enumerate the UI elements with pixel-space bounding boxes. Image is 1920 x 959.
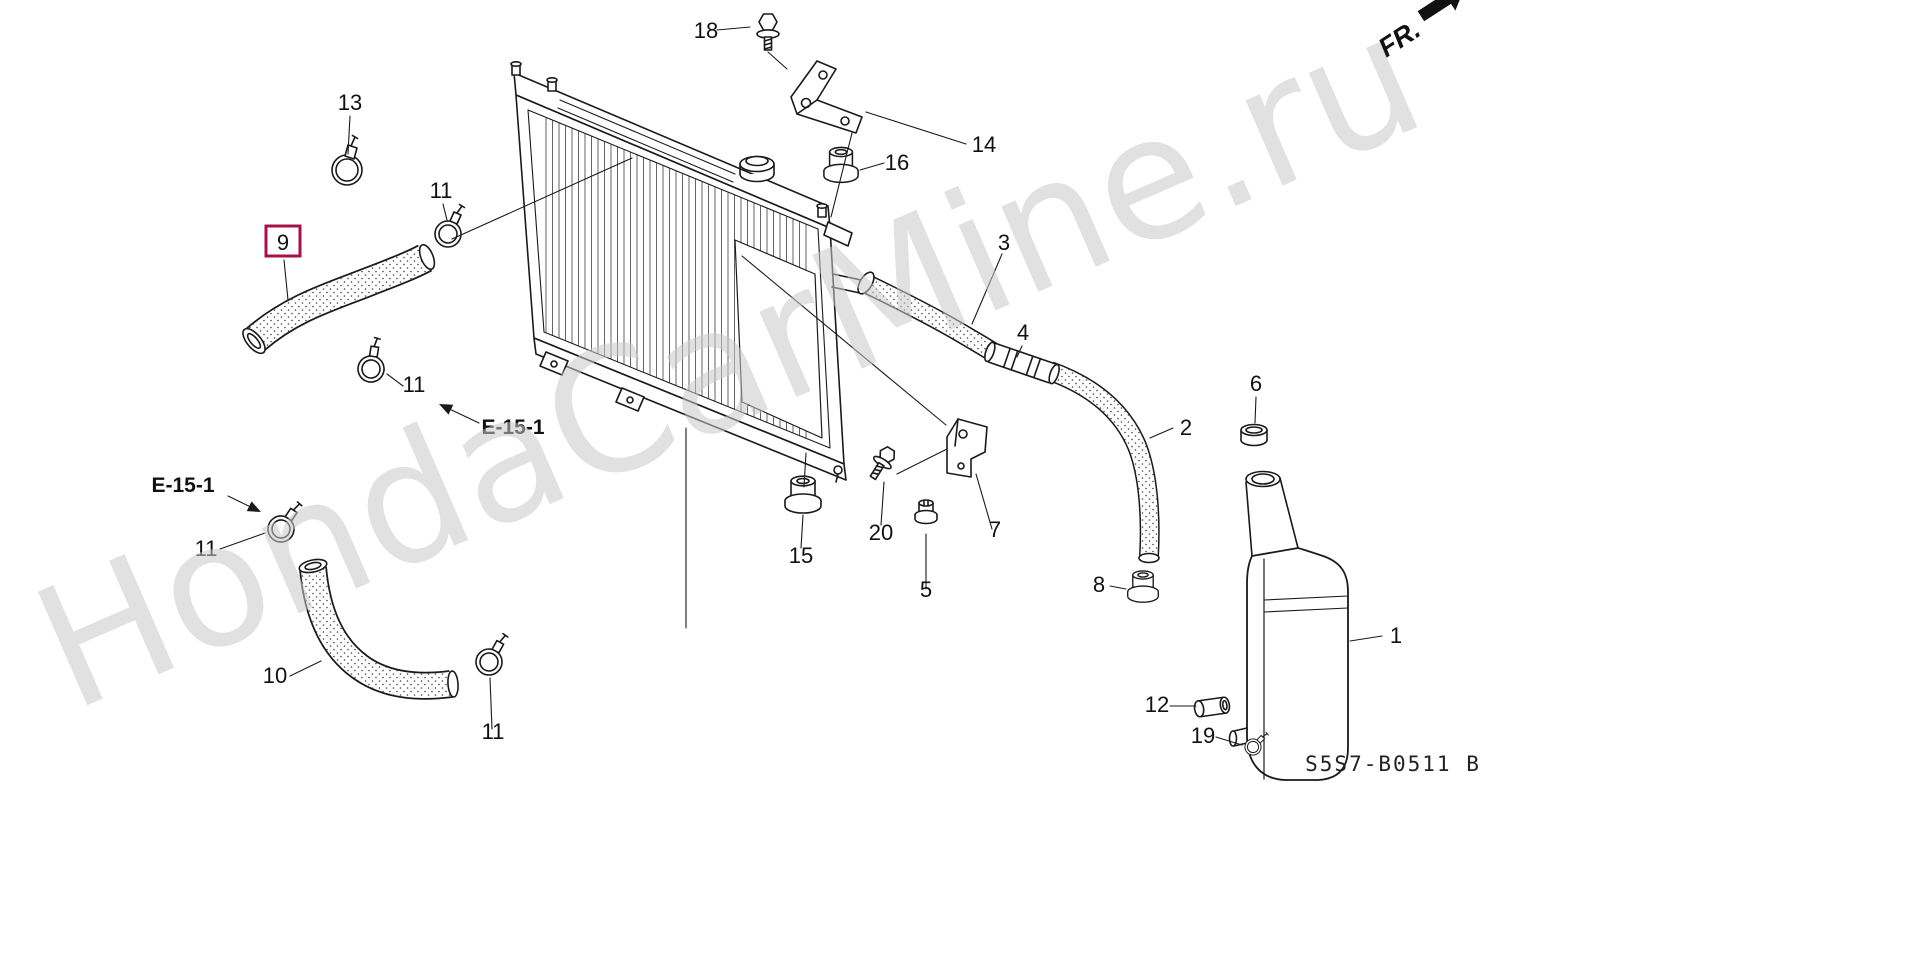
hose-2-reservoir-hose	[1046, 361, 1160, 564]
radiator	[510, 60, 862, 483]
ref-label-e151-mid[interactable]: E-15-1	[481, 416, 544, 439]
callout-labels: 9 18 13 11 14 16 3 4 2 6 1 8 12 19 15 20…	[151, 18, 1481, 776]
leader-9	[283, 259, 289, 301]
mount-cushion-15	[784, 475, 822, 514]
leader-11-bottom	[489, 677, 493, 730]
callout-8[interactable]: 8	[1093, 572, 1105, 597]
callout-11-left[interactable]: 11	[195, 536, 218, 561]
callout-3[interactable]: 3	[998, 230, 1010, 255]
bracket-14-radiator-mount-bracket	[790, 60, 863, 134]
fr-arrow-icon	[1417, 0, 1465, 22]
callout-11-mid[interactable]: 11	[403, 372, 426, 397]
bracket-7-pipe-bracket	[946, 418, 988, 478]
reference-line-bracket14	[830, 132, 853, 218]
leader-6	[1254, 396, 1257, 424]
callout-19[interactable]: 19	[1191, 723, 1215, 748]
leader-8	[1109, 585, 1127, 590]
joint-4-hose-joint	[984, 341, 1060, 385]
leader-14	[865, 111, 967, 145]
leader-20	[880, 481, 885, 526]
arrow-e151-mid	[439, 404, 480, 424]
radiator-lower-bracket	[615, 387, 645, 412]
callout-7[interactable]: 7	[989, 517, 1001, 542]
leader-15	[800, 514, 804, 549]
tube-12	[1193, 696, 1231, 718]
leader-2	[1149, 427, 1174, 439]
callout-16[interactable]: 16	[885, 150, 909, 175]
radiator-upper-bracket	[816, 203, 853, 247]
callout-12[interactable]: 12	[1145, 692, 1169, 717]
cap-6-reservoir-cap	[1240, 423, 1268, 447]
callout-6[interactable]: 6	[1250, 371, 1262, 396]
reference-line-bracket7	[741, 255, 947, 426]
radiator-fan-shroud	[734, 239, 823, 439]
leader-19	[1215, 736, 1243, 746]
leader-1	[1349, 635, 1383, 642]
callout-18[interactable]: 18	[694, 18, 718, 43]
watermark: HondaCarMine.ru	[9, 0, 1447, 750]
ref-label-e151-left[interactable]: E-15-1	[151, 474, 214, 497]
reference-line-inlet	[451, 157, 633, 240]
callout-11-bottom[interactable]: 11	[482, 719, 505, 744]
grommet-8	[1127, 570, 1159, 603]
radiator-outlet-stub	[831, 273, 862, 294]
callout-13[interactable]: 13	[338, 90, 362, 115]
callout-11-top[interactable]: 11	[430, 178, 453, 203]
bolt-18	[756, 13, 780, 51]
clamp-11-bottom	[474, 630, 509, 678]
leader-11-mid	[386, 373, 404, 387]
reservoir-tank-1	[1228, 470, 1349, 781]
leader-4	[1016, 345, 1023, 358]
callout-15[interactable]: 15	[789, 543, 813, 568]
clip-5	[914, 499, 938, 525]
radiator-lower-tank	[533, 337, 847, 481]
leader-11-left	[219, 532, 266, 550]
leader-lines	[219, 26, 1383, 746]
callout-20[interactable]: 20	[869, 520, 893, 545]
leader-bolt18-bracket	[767, 51, 788, 70]
highlight-box-part-9[interactable]	[264, 224, 302, 258]
leader-11-top	[442, 203, 448, 221]
bolt-20	[869, 446, 896, 481]
diagram-code: S5S7-B0511 B	[1305, 752, 1481, 776]
callout-4[interactable]: 4	[1017, 320, 1029, 345]
callout-9[interactable]: 9	[277, 230, 289, 255]
leader-15b	[803, 452, 807, 488]
leader-3	[971, 253, 1003, 325]
clamp-11-top	[434, 203, 466, 248]
callout-2[interactable]: 2	[1180, 415, 1192, 440]
callout-10[interactable]: 10	[263, 663, 287, 688]
callout-5[interactable]: 5	[920, 577, 932, 602]
leader-13	[347, 115, 351, 155]
hose-10-lower-radiator-hose	[298, 558, 459, 700]
leader-10	[289, 660, 322, 677]
clamp-11-mid	[350, 335, 392, 386]
hose-9-upper-radiator-hose	[242, 243, 436, 355]
leader-16	[859, 162, 885, 171]
radiator-drain-plug	[833, 465, 843, 483]
callout-1[interactable]: 1	[1390, 623, 1402, 648]
leader-bolt20-bracket	[896, 448, 948, 475]
radiator-filler-neck	[739, 155, 775, 183]
leader-7	[975, 473, 993, 530]
radiator-lower-bracket	[539, 351, 569, 376]
radiator-mount-pin	[510, 60, 522, 76]
leader-18	[716, 26, 751, 31]
radiator-mount-pin	[546, 77, 558, 92]
clamp-13-hose-clamp	[331, 134, 363, 186]
callout-14[interactable]: 14	[972, 132, 996, 157]
arrow-e151-left	[227, 495, 261, 512]
